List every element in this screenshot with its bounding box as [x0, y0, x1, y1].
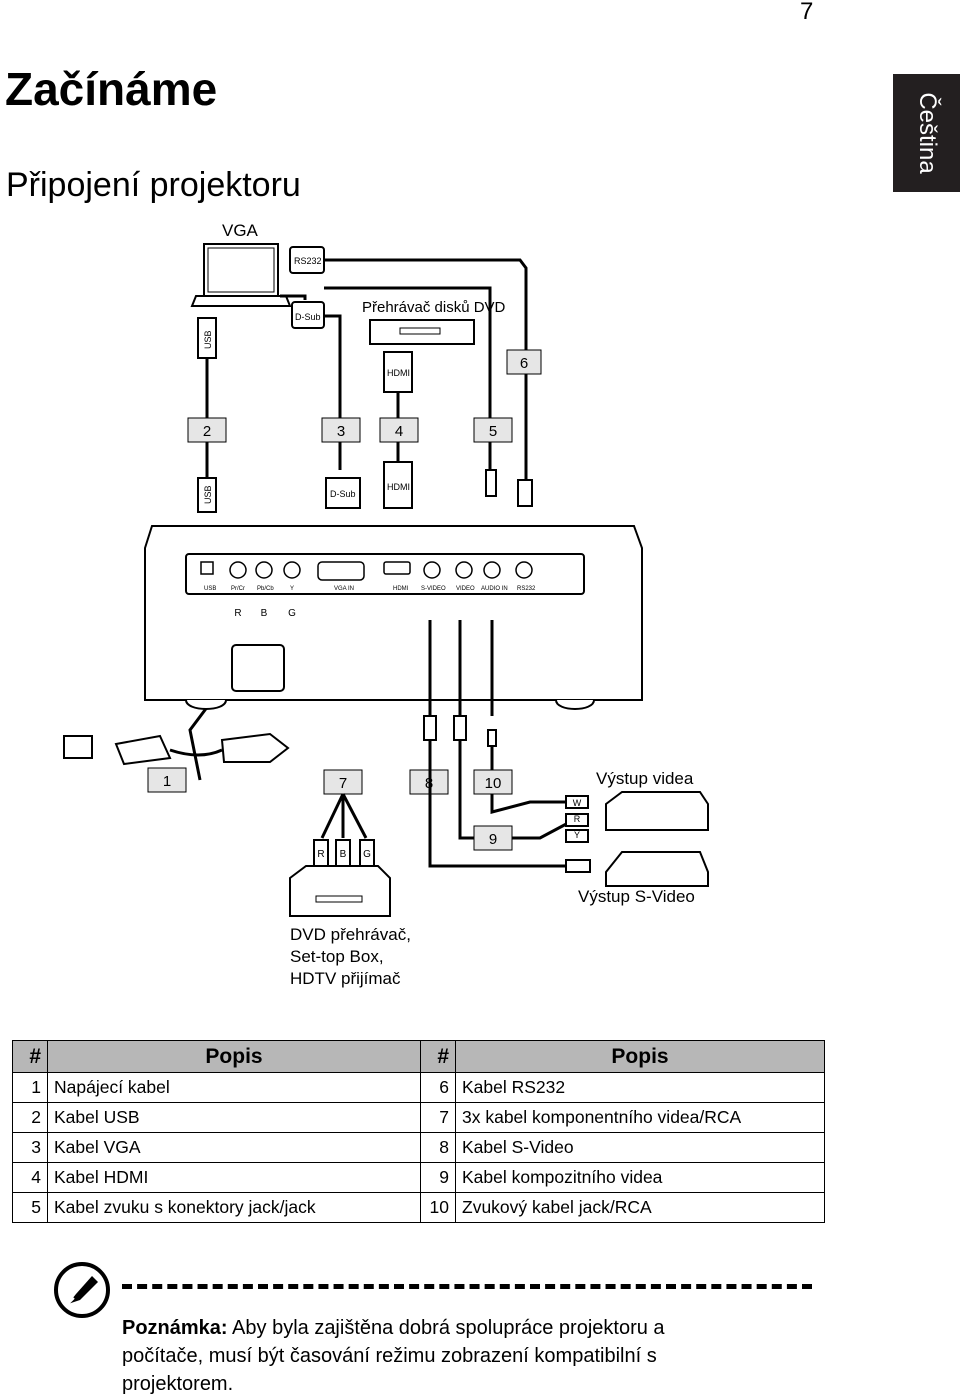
svg-text:G: G [363, 849, 371, 860]
note-divider [122, 1284, 812, 1289]
callout-1: 1 [163, 773, 171, 790]
svg-text:R: R [574, 814, 581, 824]
svg-text:Pr/Cr: Pr/Cr [231, 586, 245, 592]
callout-5: 5 [489, 423, 497, 440]
cell: 7 [420, 1102, 456, 1133]
rca-upper-letters: R B G [234, 608, 296, 619]
power-outlet-icon [63, 735, 93, 759]
cell: Kabel S-Video [455, 1132, 825, 1163]
hdmi-bottom-label: HDMI [387, 482, 410, 492]
cell: 3 [12, 1132, 48, 1163]
cell: Zvukový kabel jack/RCA [455, 1192, 825, 1223]
table-row: 5 Kabel zvuku s konektory jack/jack 10 Z… [12, 1192, 825, 1223]
dvd-player-label: Přehrávač disků DVD [362, 299, 506, 316]
dsub-bottom-label: D-Sub [330, 489, 356, 499]
page-number: 7 [800, 0, 814, 25]
col-header-desc-1: Popis [47, 1040, 421, 1073]
col-header-num-1: # [12, 1040, 48, 1073]
cell: 9 [420, 1162, 456, 1193]
video-device-icon [289, 791, 709, 917]
section-subtitle: Připojení projektoru [6, 166, 301, 204]
hdmi-top-label: HDMI [387, 368, 410, 378]
callout-9: 9 [489, 831, 497, 848]
dsub-top-label: D-Sub [295, 312, 321, 322]
callout-7: 7 [339, 775, 347, 792]
callout-6: 6 [520, 355, 528, 372]
callout-4: 4 [395, 423, 403, 440]
connection-diagram: VGA RS232 D-Sub USB Přehrávač disků DVD … [63, 221, 709, 988]
cell: 5 [12, 1192, 48, 1223]
callout-2: 2 [203, 423, 211, 440]
svg-text:HDMI: HDMI [393, 586, 409, 592]
source-label-line3: HDTV přijímač [290, 969, 401, 988]
cell: 3x kabel komponentního videa/RCA [455, 1102, 825, 1133]
table-header-row: # Popis # Popis [12, 1040, 825, 1073]
rca-lower-letters: R B G [317, 849, 371, 860]
cable-table: # Popis # Popis 1 Napájecí kabel 6 Kabel… [12, 1040, 825, 1223]
table-row: 2 Kabel USB 7 3x kabel komponentního vid… [12, 1102, 825, 1133]
note-pencil-icon [54, 1262, 110, 1318]
av-plug-letters: W R Y [573, 798, 582, 840]
note-text: Aby byla zajištěna dobrá spolupráce proj… [122, 1317, 665, 1395]
power-plug-icon [114, 732, 290, 766]
cell: Kabel RS232 [455, 1072, 825, 1103]
cell: Kabel USB [47, 1102, 421, 1133]
cell: 6 [420, 1072, 456, 1103]
port-labels: USB Pr/Cr Pb/Cb Y VGA IN HDMI S-VIDEO VI… [204, 586, 536, 592]
projector-side-plugs [197, 461, 533, 513]
svg-text:W: W [573, 798, 582, 808]
svg-text:Pb/Cb: Pb/Cb [257, 586, 274, 592]
usb-top-label: USB [203, 330, 213, 349]
svg-text:VGA IN: VGA IN [334, 586, 354, 592]
dvd-player-icon [369, 319, 475, 345]
rs232-top-label: RS232 [294, 256, 322, 266]
svideo-out-label: Výstup S-Video [578, 887, 695, 906]
page-title: Začínáme [5, 63, 218, 115]
language-tab-label: Čeština [913, 92, 941, 174]
laptop-icon [190, 243, 292, 307]
cables [188, 258, 528, 781]
cell: Kabel zvuku s konektory jack/jack [47, 1192, 421, 1223]
cell: Kabel HDMI [47, 1162, 421, 1193]
note: Poznámka: Aby byla zajištěna dobrá spolu… [122, 1314, 742, 1398]
col-header-num-2: # [420, 1040, 456, 1073]
source-label-line2: Set-top Box, [290, 947, 384, 966]
cell: 8 [420, 1132, 456, 1163]
port-jacks [200, 561, 533, 581]
cell: Kabel kompozitního videa [455, 1162, 825, 1193]
callout-10: 10 [485, 775, 502, 792]
language-tab: Čeština [893, 74, 960, 192]
callout-3: 3 [337, 423, 345, 440]
svg-text:S-VIDEO: S-VIDEO [421, 586, 446, 592]
table-row: 1 Napájecí kabel 6 Kabel RS232 [12, 1072, 825, 1103]
table-row: 4 Kabel HDMI 9 Kabel kompozitního videa [12, 1162, 825, 1193]
svg-text:G: G [288, 608, 296, 619]
svg-text:VIDEO: VIDEO [456, 586, 475, 592]
cell: 2 [12, 1102, 48, 1133]
svg-text:R: R [234, 608, 241, 619]
svg-text:AUDIO IN: AUDIO IN [481, 586, 508, 592]
col-header-desc-2: Popis [455, 1040, 825, 1073]
usb-bottom-label: USB [203, 485, 213, 504]
svg-text:Y: Y [574, 830, 580, 840]
lower-cables [320, 620, 571, 868]
source-label-line1: DVD přehrávač, [290, 925, 411, 944]
table-row: 3 Kabel VGA 8 Kabel S-Video [12, 1132, 825, 1163]
svg-text:Y: Y [290, 586, 294, 592]
svg-text:RS232: RS232 [517, 586, 536, 592]
svg-text:R: R [317, 849, 324, 860]
note-label: Poznámka: [122, 1317, 228, 1339]
video-out-label: Výstup videa [596, 769, 694, 788]
cell: 1 [12, 1072, 48, 1103]
cell: 4 [12, 1162, 48, 1193]
cell: Napájecí kabel [47, 1072, 421, 1103]
projector-icon [144, 525, 643, 710]
lower-plugs [313, 715, 591, 873]
svg-text:B: B [261, 608, 268, 619]
svg-text:USB: USB [204, 586, 216, 592]
svg-text:B: B [340, 849, 347, 860]
cell: 10 [420, 1192, 456, 1223]
vga-label: VGA [222, 221, 259, 240]
cell: Kabel VGA [47, 1132, 421, 1163]
